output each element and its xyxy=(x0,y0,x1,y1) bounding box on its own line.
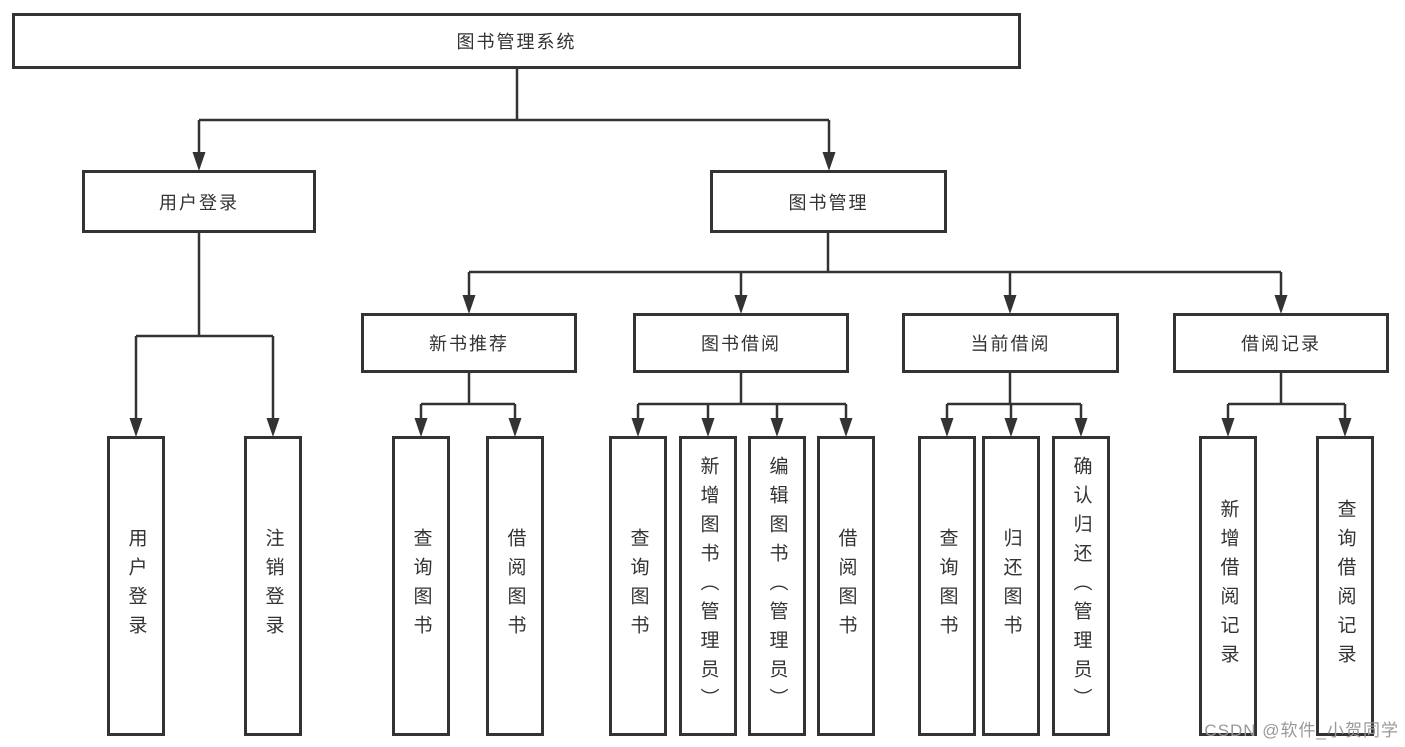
leaf-borrow-books-recommend: 借阅图书 xyxy=(486,436,544,736)
leaf-edit-book-admin-label: 编辑图书（管理员） xyxy=(766,455,788,717)
leaf-query-books-current: 查询图书 xyxy=(918,436,976,736)
leaf-add-book-admin: 新增图书（管理员） xyxy=(679,436,737,736)
leaf-query-borrow-record-label: 查询借阅记录 xyxy=(1334,499,1356,673)
node-new-book-recommend-label: 新书推荐 xyxy=(429,334,509,354)
leaf-borrow-books-recommend-label: 借阅图书 xyxy=(504,528,526,644)
leaf-query-borrow-record: 查询借阅记录 xyxy=(1316,436,1374,736)
node-book-borrow: 图书借阅 xyxy=(633,313,849,373)
node-current-borrow: 当前借阅 xyxy=(902,313,1119,373)
leaf-user-login-label: 用户登录 xyxy=(125,528,147,644)
node-book-borrow-label: 图书借阅 xyxy=(701,334,781,354)
connector-paths xyxy=(134,69,1347,420)
node-user-login-label: 用户登录 xyxy=(159,192,239,213)
leaf-return-book-label: 归还图书 xyxy=(1000,528,1022,644)
node-borrow-records-label: 借阅记录 xyxy=(1241,334,1321,354)
leaf-query-books-borrow-label: 查询图书 xyxy=(627,528,649,644)
leaf-logout: 注销登录 xyxy=(244,436,302,736)
leaf-query-books-recommend-label: 查询图书 xyxy=(410,528,432,644)
node-book-management: 图书管理 xyxy=(710,170,947,233)
leaf-user-login: 用户登录 xyxy=(107,436,165,736)
node-borrow-records: 借阅记录 xyxy=(1173,313,1389,373)
node-root: 图书管理系统 xyxy=(12,13,1021,69)
node-book-management-label: 图书管理 xyxy=(788,192,869,213)
leaf-borrow-books-borrow-label: 借阅图书 xyxy=(835,528,857,644)
arrowheads xyxy=(129,152,1352,437)
node-root-label: 图书管理系统 xyxy=(456,32,577,52)
leaf-confirm-return-admin: 确认归还（管理员） xyxy=(1052,436,1110,736)
leaf-query-books-current-label: 查询图书 xyxy=(936,528,958,644)
node-new-book-recommend: 新书推荐 xyxy=(361,313,577,373)
leaf-query-books-recommend: 查询图书 xyxy=(392,436,450,736)
leaf-add-book-admin-label: 新增图书（管理员） xyxy=(697,455,719,717)
leaf-edit-book-admin: 编辑图书（管理员） xyxy=(748,436,806,736)
leaf-add-borrow-record: 新增借阅记录 xyxy=(1199,436,1257,736)
leaf-logout-label: 注销登录 xyxy=(262,528,284,644)
watermark: CSDN @软件_小贺同学 xyxy=(1204,721,1399,740)
leaf-query-books-borrow: 查询图书 xyxy=(609,436,667,736)
leaf-confirm-return-admin-label: 确认归还（管理员） xyxy=(1070,455,1092,717)
node-user-login: 用户登录 xyxy=(82,170,316,233)
node-current-borrow-label: 当前借阅 xyxy=(970,334,1051,354)
leaf-borrow-books-borrow: 借阅图书 xyxy=(817,436,875,736)
leaf-return-book: 归还图书 xyxy=(982,436,1040,736)
leaf-add-borrow-record-label: 新增借阅记录 xyxy=(1217,499,1239,673)
